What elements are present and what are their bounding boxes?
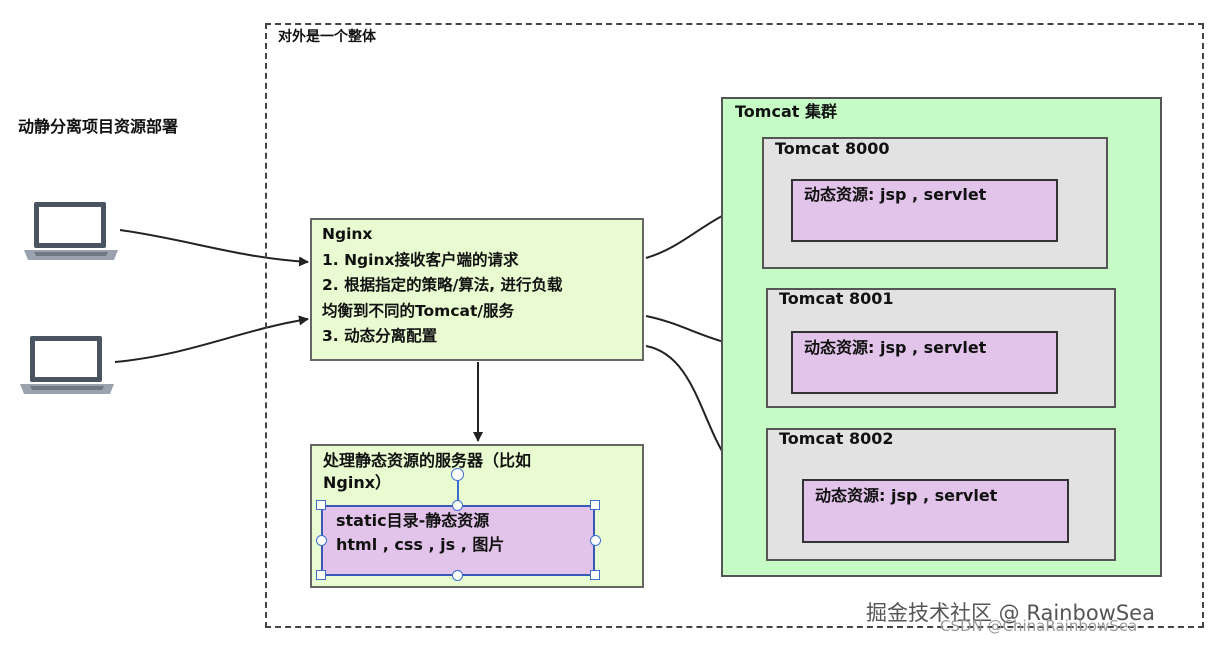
system-boundary-label: 对外是一个整体 bbox=[278, 29, 376, 45]
tomcat-node-label: Tomcat 8001 bbox=[779, 289, 894, 308]
dynamic-resource-box bbox=[802, 479, 1069, 543]
rotate-handle-stem bbox=[457, 470, 459, 504]
static-server-title-1: 处理静态资源的服务器（比如 bbox=[323, 451, 532, 470]
nginx-line-1: 1. Nginx接收客户端的请求 bbox=[322, 250, 519, 269]
tomcat-node-label: Tomcat 8002 bbox=[779, 429, 894, 448]
resize-handle-sw[interactable] bbox=[316, 570, 326, 580]
nginx-line-4: 3. 动态分离配置 bbox=[322, 327, 438, 345]
tomcat-cluster-label: Tomcat 集群 bbox=[735, 102, 837, 121]
watermark-sub: CSDN @ChinaRainbowSea bbox=[940, 617, 1138, 635]
nginx-title: Nginx bbox=[322, 225, 373, 243]
resize-handle-w[interactable] bbox=[316, 535, 327, 546]
resize-handle-e[interactable] bbox=[590, 535, 601, 546]
watermark: 掘金技术社区 @ RainbowSea bbox=[866, 601, 1155, 625]
nginx-line-3: 均衡到不同的Tomcat/服务 bbox=[322, 301, 515, 320]
tomcat-node-label: Tomcat 8000 bbox=[775, 139, 890, 158]
static-server-title-2: Nginx） bbox=[323, 473, 392, 492]
system-boundary bbox=[265, 23, 1204, 628]
nginx-line-2: 2. 根据指定的策略/算法, 进行负载 bbox=[322, 276, 563, 294]
arrow-laptop1-to-nginx bbox=[119, 229, 309, 267]
laptop-icon bbox=[18, 334, 116, 396]
rotate-handle[interactable] bbox=[451, 468, 464, 481]
dynamic-resource-box bbox=[791, 331, 1058, 394]
nginx-node: Nginx 1. Nginx接收客户端的请求 2. 根据指定的策略/算法, 进行… bbox=[310, 218, 644, 361]
resize-handle-se[interactable] bbox=[590, 570, 600, 580]
resize-handle-ne[interactable] bbox=[590, 500, 600, 510]
arrow-laptop2-to-nginx bbox=[114, 315, 309, 363]
resize-handle-nw[interactable] bbox=[316, 500, 326, 510]
static-resource-box[interactable]: static目录-静态资源 html , css , js , 图片 bbox=[321, 505, 595, 576]
laptop-icon bbox=[22, 200, 120, 262]
dynamic-resource-label: 动态资源: jsp , servlet bbox=[804, 338, 987, 357]
static-resource-line-1: static目录-静态资源 bbox=[336, 511, 490, 530]
resize-handle-s[interactable] bbox=[452, 570, 463, 581]
dynamic-resource-label: 动态资源: jsp , servlet bbox=[815, 486, 998, 505]
page-title: 动静分离项目资源部署 bbox=[18, 117, 179, 136]
dynamic-resource-label: 动态资源: jsp , servlet bbox=[804, 185, 987, 204]
resize-handle-n[interactable] bbox=[452, 500, 463, 511]
dynamic-resource-box bbox=[791, 179, 1058, 242]
static-resource-line-2: html , css , js , 图片 bbox=[336, 535, 505, 554]
